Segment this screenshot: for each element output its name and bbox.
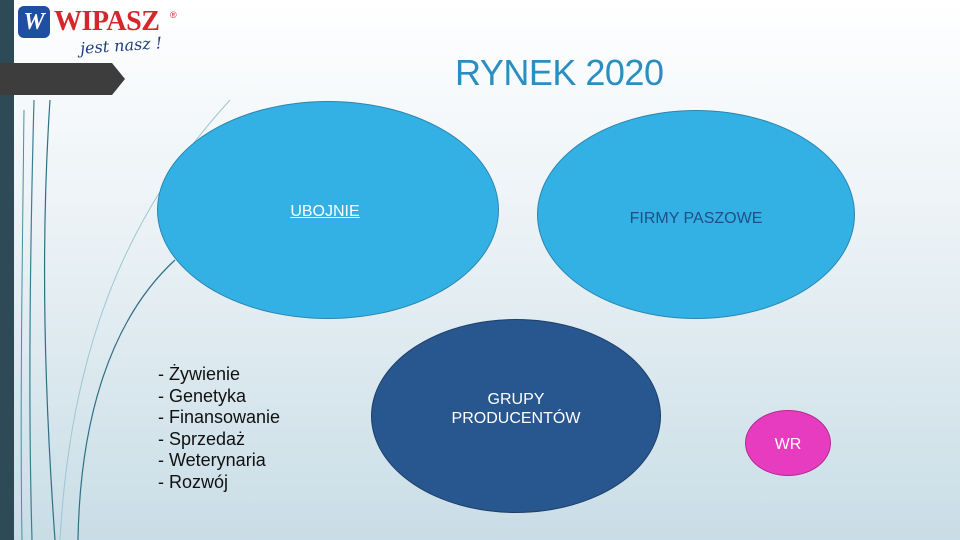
firmy-paszowe-label: FIRMY PASZOWE [629,210,763,227]
list-item: - Żywienie [158,364,241,384]
list-item: - Finansowanie [158,407,281,427]
left-decorative-band [0,0,14,540]
logo-registered-mark: ® [170,10,177,20]
grupy-producentow-label: GRUPY PRODUCENTÓW [451,391,581,427]
ellipse-grupy-producentow: GRUPY PRODUCENTÓW [371,319,661,513]
wr-label: WR [774,435,802,453]
slide-title: RYNEK 2020 [455,52,664,93]
ellipse-firmy-paszowe: FIRMY PASZOWE [537,110,855,319]
ubojnie-label[interactable]: UBOJNIE [290,202,360,220]
company-logo: W WIPASZ ® jest nasz ! [18,6,177,62]
arrow-tab-decoration [0,63,125,95]
logo-name: WIPASZ [54,6,160,37]
bullet-list: - Żywienie - Genetyka - Finansowanie - S… [158,364,280,493]
list-item: - Sprzedaż [158,428,246,449]
decorative-curves [20,99,231,540]
logo-mark-icon: W [18,6,50,38]
list-item: - Rozwój [158,471,229,492]
ellipse-ubojnie: UBOJNIE [157,101,499,319]
list-item: - Genetyka [158,385,247,406]
ellipse-wr: WR [745,410,831,476]
list-item: - Weterynaria [158,450,266,470]
